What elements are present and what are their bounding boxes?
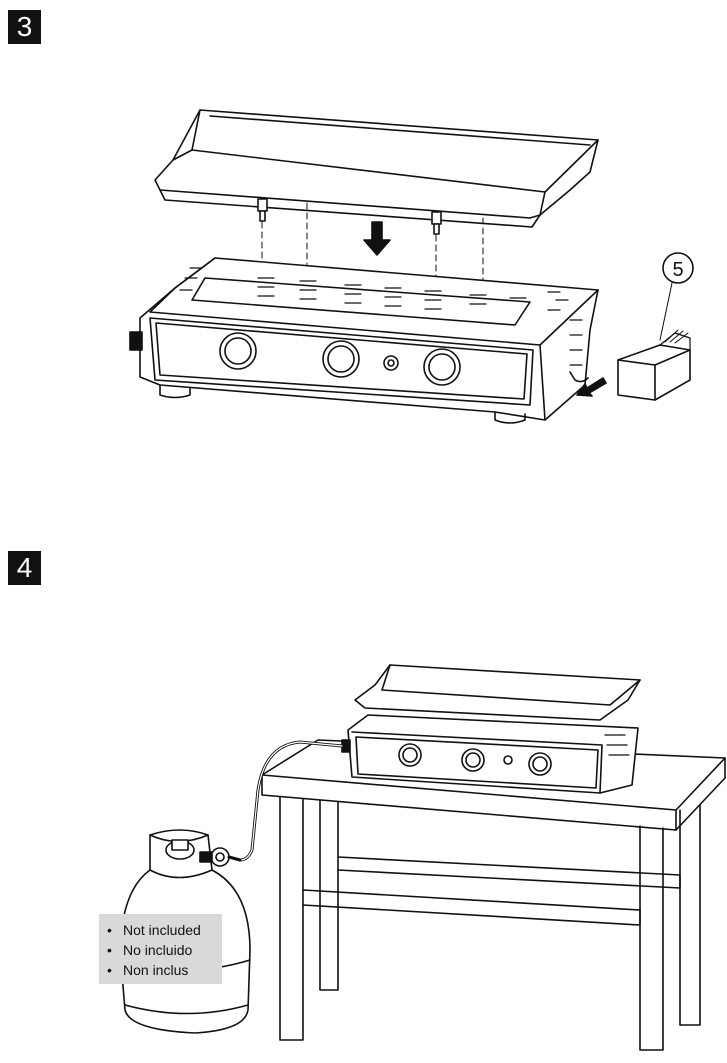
grill-on-table	[342, 665, 640, 793]
note-item: •No incluido	[107, 940, 222, 960]
control-knob-icon	[424, 349, 460, 385]
control-knob-icon	[220, 333, 256, 369]
mounting-pin-left	[258, 199, 267, 221]
grill-base	[130, 258, 598, 423]
note-item: •Not included	[107, 920, 222, 940]
not-included-note: •Not included •No incluido •Non inclus	[99, 914, 222, 984]
part-callout: 5	[660, 253, 693, 340]
note-item: •Non inclus	[107, 960, 222, 980]
note-text-en: Not included	[123, 922, 201, 938]
callout-number: 5	[672, 259, 683, 281]
note-text-fr: Non inclus	[123, 962, 188, 978]
griddle-plate	[155, 110, 598, 227]
grease-tray	[618, 330, 690, 400]
down-arrow-icon	[364, 222, 390, 255]
note-text-es: No incluido	[123, 942, 192, 958]
step-3-illustration: 5	[130, 110, 693, 423]
igniter-button-icon	[384, 356, 398, 370]
mounting-pin-right	[432, 212, 441, 234]
step-4-illustration	[120, 665, 725, 1050]
control-knob-icon	[323, 341, 359, 377]
